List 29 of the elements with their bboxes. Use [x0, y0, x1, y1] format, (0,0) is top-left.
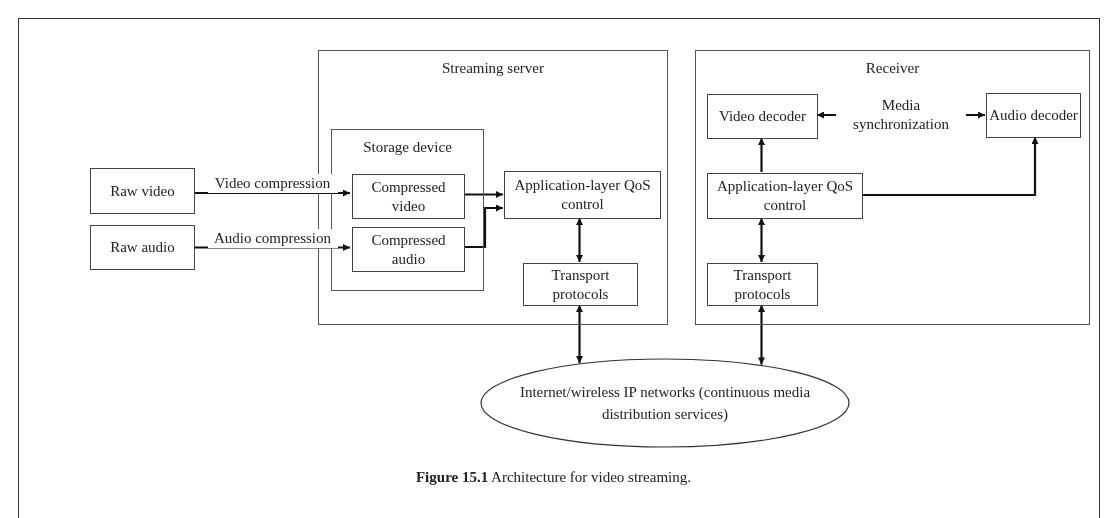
- arrow: [463, 204, 503, 249]
- arrow: [195, 189, 350, 197]
- group-heading: Storage device: [363, 138, 452, 157]
- process-box: Transport protocols: [523, 263, 638, 306]
- group-heading: Receiver: [865, 59, 920, 78]
- arrow: [463, 191, 503, 198]
- process-box: Compressed audio: [352, 227, 465, 272]
- arrow: [758, 218, 765, 262]
- process-box: Compressed video: [352, 174, 465, 219]
- process-box: Application-layer QoS control: [504, 171, 661, 219]
- process-box: Raw audio: [90, 225, 195, 270]
- system-panel: [695, 50, 1090, 325]
- arrow: [758, 138, 765, 172]
- process-box: Application-layer QoS control: [707, 173, 863, 219]
- process-box: Raw video: [90, 168, 195, 214]
- storage-container: [331, 129, 484, 291]
- arrow: [862, 137, 1039, 197]
- process-box: Audio decoder: [986, 93, 1081, 138]
- group-heading: Streaming server: [441, 59, 545, 78]
- edge-label: Audio compression: [207, 228, 338, 248]
- process-box: Video decoder: [707, 94, 818, 139]
- figure-caption: Figure 15.1 Architecture for video streaming.: [415, 468, 692, 487]
- arrow: [576, 305, 583, 364]
- process-box: Transport protocols: [707, 263, 818, 306]
- arrow: [195, 244, 350, 251]
- edge-label: Video compression: [207, 174, 338, 193]
- arrow: [758, 305, 765, 365]
- arrow: [576, 218, 583, 262]
- network-ellipse: Internet/wireless IP networks (continuous media distribution services): [480, 358, 850, 448]
